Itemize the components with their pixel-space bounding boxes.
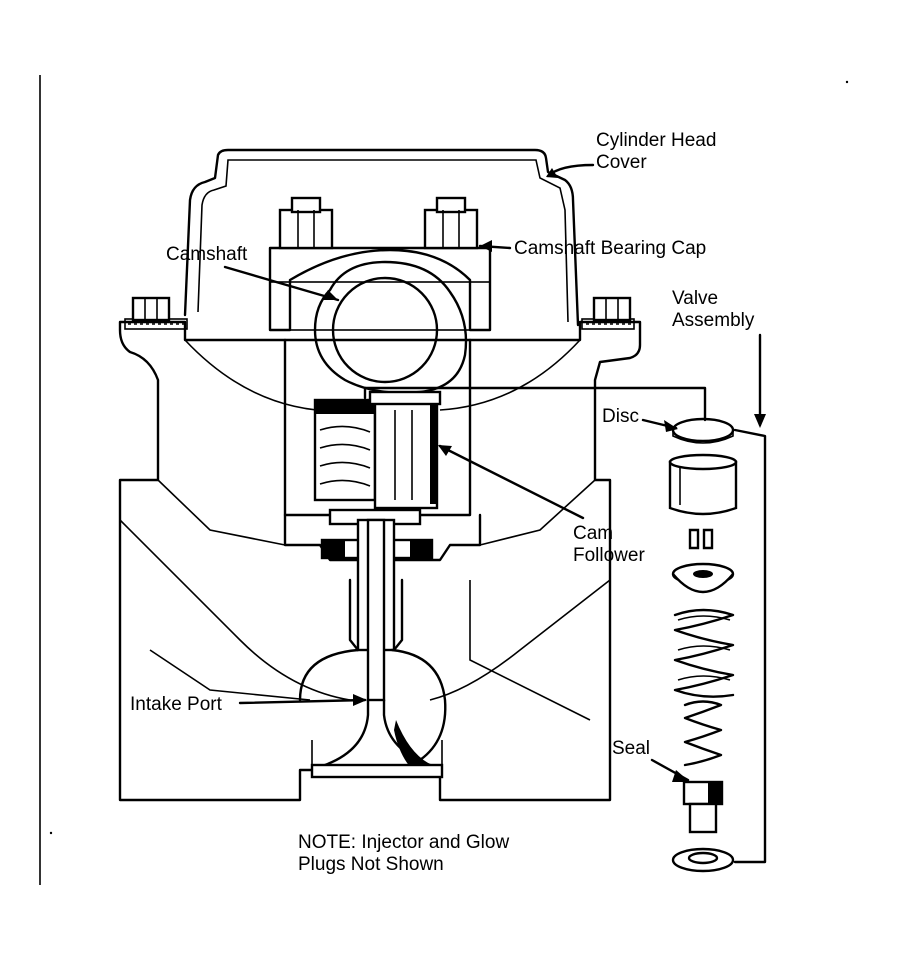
exploded-keepers — [688, 528, 714, 550]
arrowheads — [322, 168, 766, 782]
camshaft-label: Camshaft — [166, 244, 248, 265]
camshaft-journal — [331, 276, 439, 384]
cylinder-head-cover-line1: Cylinder Head — [596, 130, 717, 151]
cap-bolt-left — [278, 196, 334, 250]
cylinder-head-body — [118, 320, 642, 802]
exploded-retainer — [671, 562, 735, 594]
cam-follower-label: Cam Follower — [573, 523, 645, 567]
valve-assembly-bracket — [733, 428, 767, 864]
exploded-seal — [682, 780, 724, 834]
valve-stem-drawing — [310, 508, 444, 779]
camshaft-bearing-cap — [268, 246, 492, 332]
seal-label: Seal — [612, 738, 651, 759]
head-bolt-right — [592, 296, 632, 322]
note-line2: Plugs Not Shown — [298, 854, 444, 875]
intake-port-label: Intake Port — [130, 694, 222, 715]
exploded-tappet — [668, 453, 738, 516]
note-label: NOTE: Injector and Glow Plugs Not Shown — [298, 832, 509, 876]
disc-label: Disc — [602, 406, 639, 427]
exploded-disc — [671, 417, 735, 444]
note-line1: NOTE: Injector and Glow — [298, 832, 510, 853]
cam-follower-line2: Follower — [573, 545, 645, 566]
camshaft-bearing-cap-label: Camshaft Bearing Cap — [514, 238, 707, 259]
cam-follower-line1: Cam — [573, 523, 614, 544]
exploded-spring-outer — [673, 608, 735, 698]
valve-assembly-line1: Valve — [672, 288, 719, 309]
valve-assembly-label: Valve Assembly — [672, 288, 754, 332]
cylinder-head-cover-line2: Cover — [596, 152, 647, 173]
cam-follower-drawing — [313, 390, 442, 510]
head-bolt-left — [131, 296, 171, 322]
valve-assembly-line2: Assembly — [672, 310, 755, 331]
camshaft-lobe — [313, 260, 468, 394]
cylinder-head-cover — [183, 148, 580, 327]
exploded-spring-inner — [683, 700, 723, 767]
cylinder-head-cover-label: Cylinder Head Cover — [596, 130, 716, 174]
exploded-washer — [671, 847, 735, 873]
cap-bolt-right — [423, 196, 479, 250]
